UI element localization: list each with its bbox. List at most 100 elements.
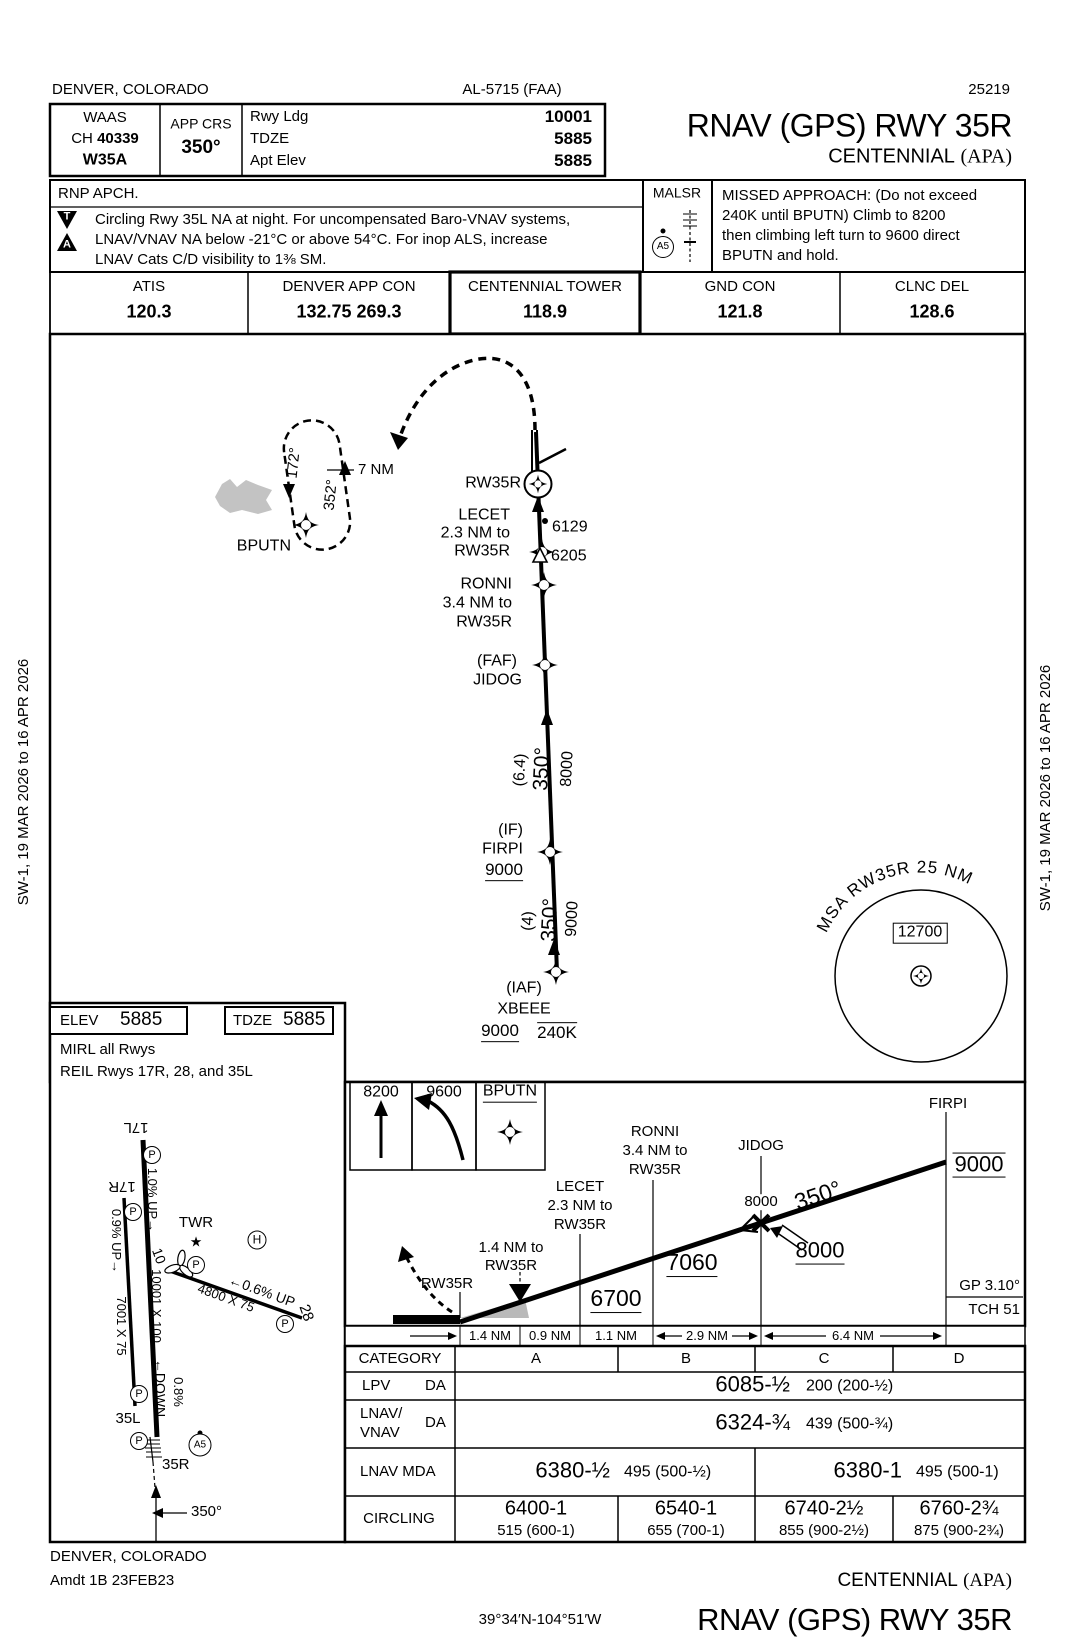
profile-ronni-2: 3.4 NM to <box>622 1142 688 1160</box>
malsr-label: MALSR <box>652 184 702 201</box>
profile-gs-intercept-alt: 8000 <box>795 1237 845 1265</box>
lpv-note: 200 (200-½) <box>806 1377 894 1395</box>
circling-d-value: 6760-2¾ <box>919 1497 999 1520</box>
approach-lights-icon <box>145 1436 162 1489</box>
sketch-tdze-label: TDZE <box>233 1012 273 1030</box>
elev-label: ELEV <box>60 1012 99 1030</box>
leg1-dist: (6.4) <box>510 753 530 787</box>
profile-firpi-label: FIRPI <box>928 1095 968 1113</box>
terrain-shading <box>215 479 272 514</box>
circling-name: CIRCLING <box>363 1510 435 1528</box>
note-line1: Circling Rwy 35L NA at night. For uncomp… <box>95 211 571 229</box>
gs-intercept-x-icon <box>751 1213 771 1233</box>
profile-alt-7060: 7060 <box>666 1249 718 1277</box>
ma-profile-alt1: 8200 <box>363 1083 399 1101</box>
profile-view <box>343 1080 1027 1328</box>
faf-label: (FAF) <box>477 652 517 670</box>
lnav-vnav-name-2: VNAV <box>360 1424 400 1442</box>
profile-vdp-2: RW35R <box>484 1257 538 1275</box>
rwy-17r-label: 17R <box>108 1177 136 1195</box>
runway-17l-35r <box>140 1139 160 1438</box>
leg2-altitude: 9000 <box>562 900 582 938</box>
hold-leg-length: 7 NM <box>358 461 394 479</box>
bputn-label: BPUTN <box>236 537 291 555</box>
firpi-label: FIRPI <box>482 840 523 858</box>
ma-profile-alt2: 9600 <box>426 1083 462 1101</box>
lighting-note-2: REIL Rwys 17R, 28, and 35L <box>60 1063 253 1081</box>
a5-lighting-badge: A5 <box>652 236 674 258</box>
obstacle-elev-6129: 6129 <box>552 518 588 536</box>
runway-10-28 <box>169 1269 303 1320</box>
airport-title: CENTENNIAL (APA) <box>828 145 1012 168</box>
footer-amendment: Amdt 1B 23FEB23 <box>50 1572 175 1590</box>
footer-airport: CENTENNIAL (APA) <box>837 1570 1012 1592</box>
category-d: D <box>953 1350 965 1368</box>
rw35r-flyover-fix-icon <box>523 469 553 499</box>
lpv-value: 6085-½ <box>715 1371 790 1397</box>
dist-seg-3: 1.1 NM <box>595 1328 637 1344</box>
plan-view: MSA RW35R 25 NM <box>48 332 1027 1084</box>
header-city: DENVER, COLORADO <box>52 81 209 99</box>
rw35r-label: RW35R <box>465 474 521 492</box>
obstacle-elev-6205: 6205 <box>551 547 587 565</box>
iaf-label: (IAF) <box>506 979 542 997</box>
circling-b-value: 6540-1 <box>654 1497 718 1520</box>
comm-freq-atis: 120.3 <box>126 301 172 322</box>
header-al-number: AL-5715 (FAA) <box>462 81 562 99</box>
waas-label: WAAS <box>83 109 127 127</box>
malsr-light-icon <box>660 210 697 262</box>
xbeee-max-speed: 240K <box>537 1022 577 1043</box>
footer-city: DENVER, COLORADO <box>50 1548 207 1566</box>
profile-lecet-2: 2.3 NM to <box>547 1197 613 1215</box>
rwy-35l-label: 35L <box>115 1410 141 1428</box>
apt-elev-label: Apt Elev <box>250 152 306 170</box>
rwy-ldg-label: Rwy Ldg <box>250 108 309 126</box>
circling-c-note: 855 (900-2½) <box>778 1522 870 1540</box>
circling-c-value: 6740-2½ <box>784 1497 864 1520</box>
comm-label-clnc: CLNC DEL <box>894 278 970 296</box>
comm-label-gnd: GND CON <box>704 278 776 296</box>
lnav-name: LNAV MDA <box>360 1463 436 1481</box>
profile-ronni-3: RW35R <box>628 1161 682 1179</box>
dist-seg-5: 6.4 NM <box>832 1328 874 1344</box>
lighting-note-1: MIRL all Rwys <box>60 1041 156 1059</box>
approach-track <box>534 431 559 973</box>
gradient-08: 0.8% <box>170 1377 186 1407</box>
runway-profile-bar <box>393 1315 460 1324</box>
parking-icon: P <box>124 1203 142 1221</box>
t-icon-letter: T <box>63 210 71 223</box>
briefing-strip-grid <box>48 102 607 178</box>
climbing-turn-arrow-icon <box>427 1099 465 1161</box>
lnav-cd-note: 495 (500-1) <box>916 1463 999 1481</box>
right-edition-band: SW-1, 19 MAR 2026 to 16 APR 2026 <box>1037 664 1055 912</box>
hold-inbound-course: 352° <box>320 478 341 512</box>
lecet-dist: 2.3 NM to <box>440 524 510 542</box>
firpi-min-alt: 9000 <box>485 860 523 881</box>
footer-procedure-title: RNAV (GPS) RWY 35R <box>697 1601 1012 1637</box>
vdp-marker <box>509 1284 531 1302</box>
parking-icon: P <box>130 1432 148 1450</box>
minima-grid <box>343 1344 1027 1544</box>
parking-icon: P <box>187 1256 205 1274</box>
lecet-name: LECET <box>458 506 510 524</box>
footer-coordinates: 39°34′N-104°51′W <box>478 1611 602 1629</box>
circling-a-value: 6400-1 <box>504 1497 568 1520</box>
sketch-final-course: 350° <box>191 1503 223 1521</box>
xbeee-min-alt: 9000 <box>481 1021 519 1042</box>
lnav-vnav-type: DA <box>425 1414 446 1432</box>
lecet-ref: RW35R <box>454 542 510 560</box>
leg1-altitude: 8000 <box>557 750 577 788</box>
profile-lecet-3: RW35R <box>553 1216 607 1234</box>
twr-star-icon: ★ <box>189 1233 203 1250</box>
lnav-vnav-value: 6324-¾ <box>715 1409 790 1435</box>
triangle-a-icon <box>57 233 77 251</box>
distance-row-grid <box>344 1325 1026 1347</box>
ronni-ref: RW35R <box>456 613 512 631</box>
note-line2: LNAV/VNAV NA below -21°C or above 54°C. … <box>95 231 548 249</box>
header-chart-number: 25219 <box>968 81 1010 99</box>
dist-seg-4: 2.9 NM <box>686 1328 728 1344</box>
ronni-name: RONNI <box>460 575 512 593</box>
profile-ronni-1: RONNI <box>630 1123 680 1141</box>
comm-freq-tower: 118.9 <box>522 301 568 322</box>
